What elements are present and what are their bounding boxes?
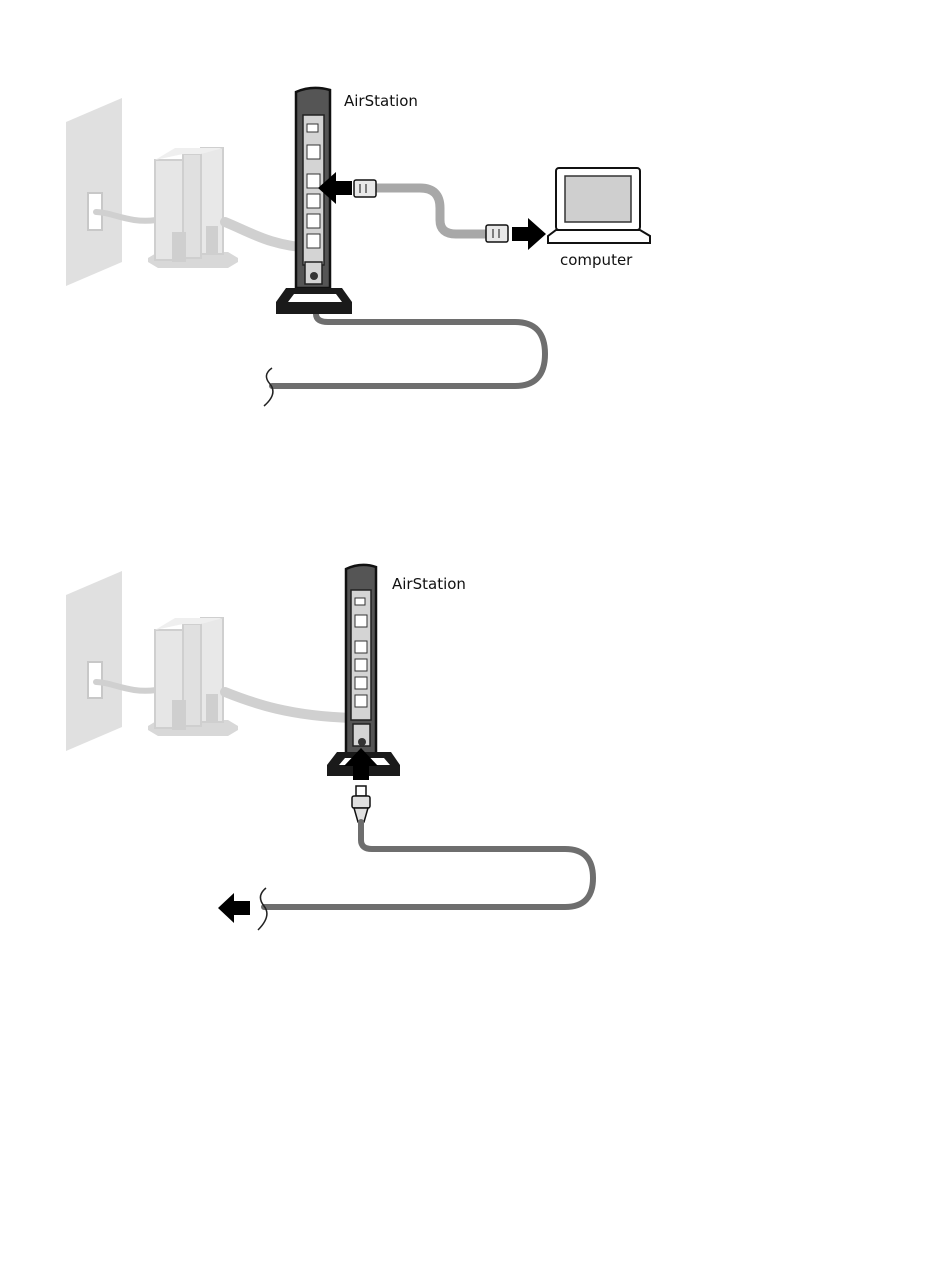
modem-top (148, 148, 238, 268)
modem-bottom (148, 618, 238, 736)
device-label-top: AirStation (344, 92, 418, 110)
lan-cable-top (376, 188, 488, 234)
lan-plug-router-end (354, 180, 376, 197)
cable-break-mark-top (264, 368, 273, 406)
to-outlet-arrow (218, 893, 250, 923)
router-bottom (327, 565, 400, 776)
lan-plug-computer-end (486, 225, 508, 242)
diagram-bottom: AirStation (66, 565, 593, 930)
diagram-top: AirStation computer (66, 88, 650, 406)
ac-adapter-plug (352, 786, 370, 822)
computer-laptop (548, 168, 650, 243)
modem-router-cable-bottom (225, 692, 352, 718)
wall-bottom (66, 571, 122, 751)
computer-label: computer (560, 251, 633, 269)
power-cable-bottom (264, 822, 593, 907)
wall-top (66, 98, 122, 286)
insert-arrow-computer (512, 218, 546, 250)
device-label-bottom: AirStation (392, 575, 466, 593)
router-top (276, 88, 352, 314)
